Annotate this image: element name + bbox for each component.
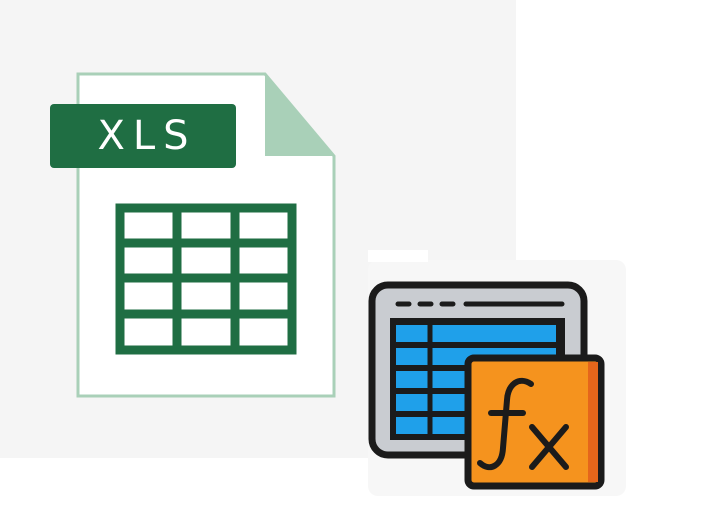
xls-grid-icon [115,203,297,355]
fx-badge-edge [588,362,598,482]
xls-page-fold [265,74,334,156]
xls-file-icon [50,72,336,398]
function-spreadsheet-icon [368,281,605,490]
fx-glyph-icon [477,377,569,470]
backdrop-strip [368,250,428,262]
xls-badge-label: XLS [97,113,197,159]
xls-badge [50,104,236,168]
